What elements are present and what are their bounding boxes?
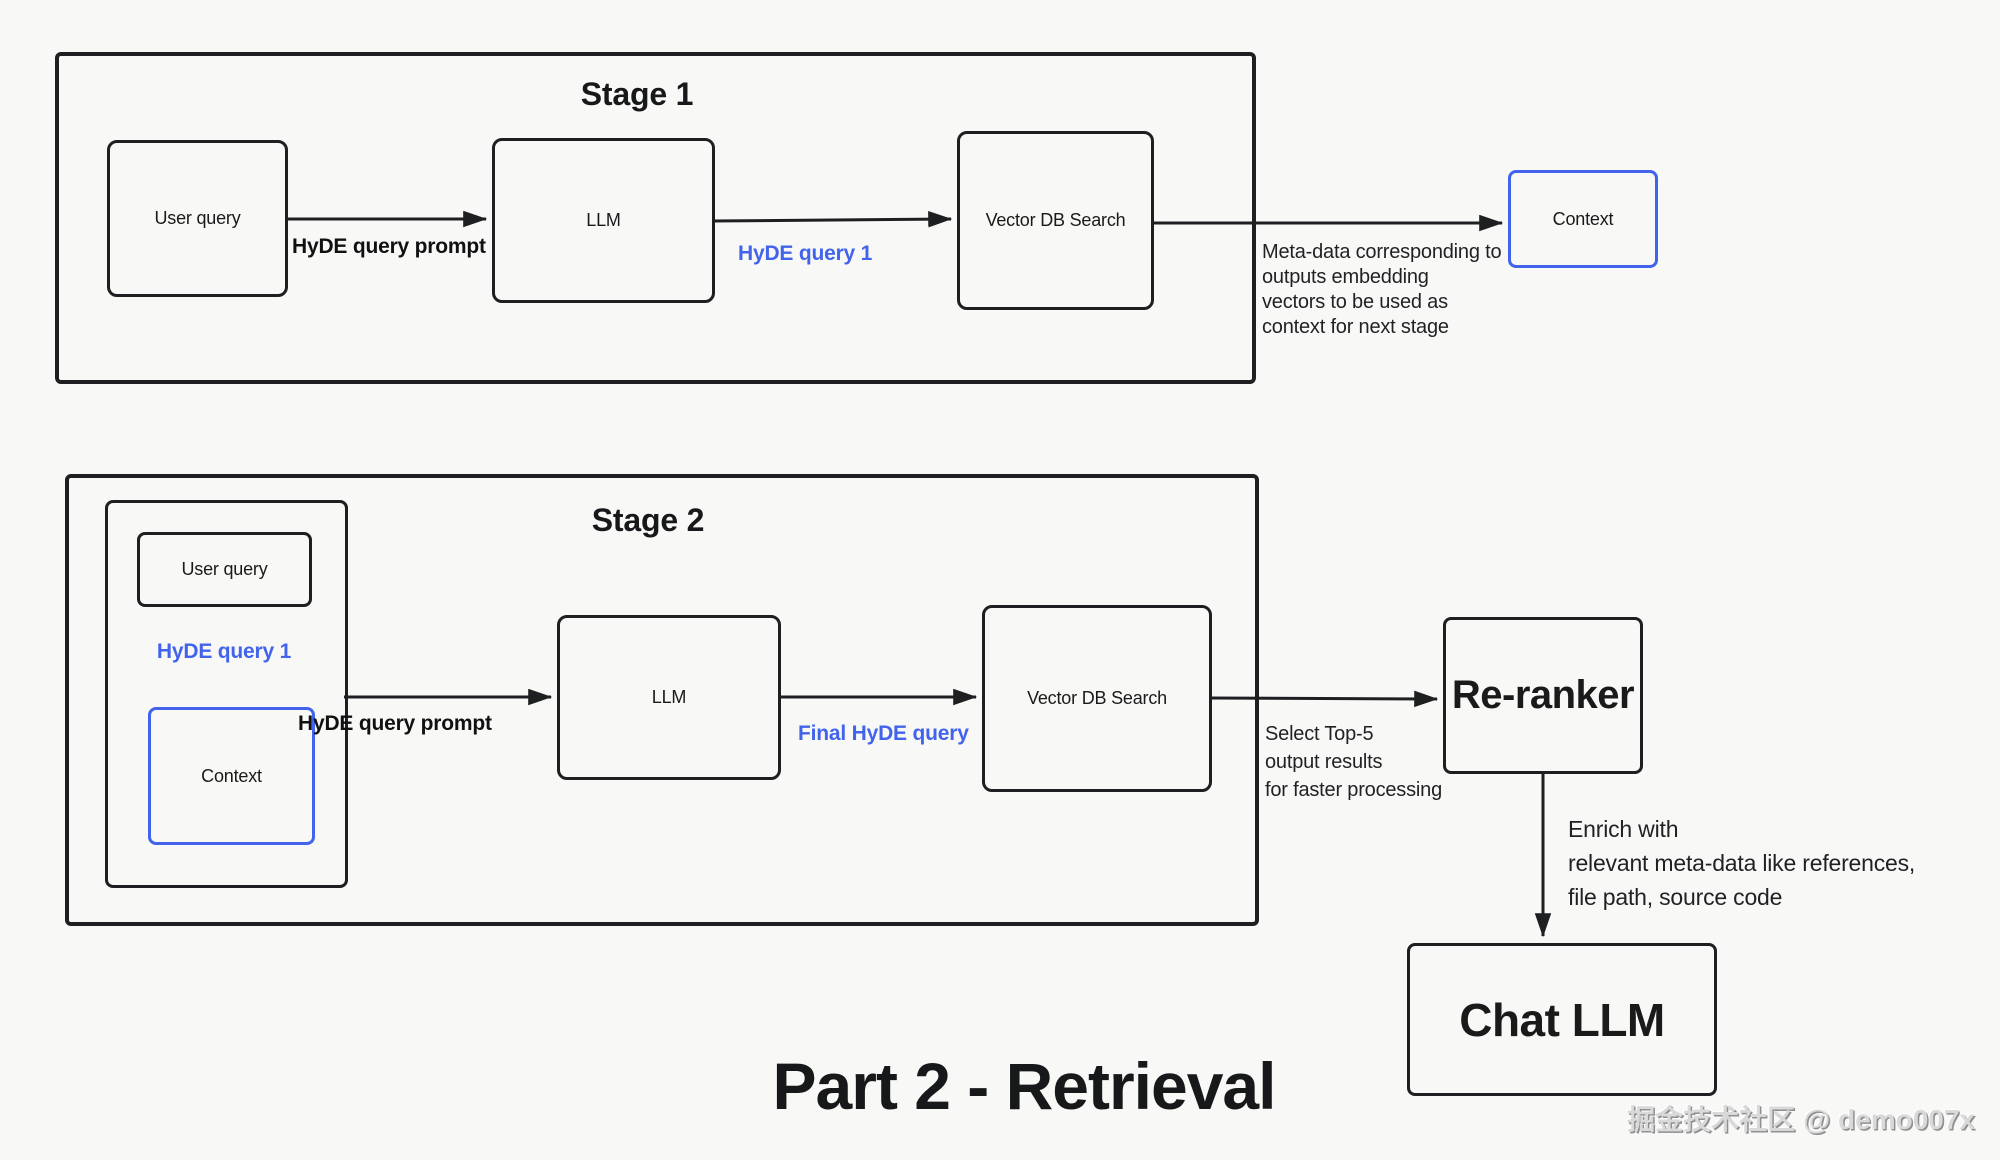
- stage2-context-label: Context: [201, 765, 262, 786]
- chat-llm-label: Chat LLM: [1459, 993, 1665, 1046]
- stage1-context-box: Context: [1508, 170, 1658, 268]
- stage2-input-group-box: [105, 500, 348, 888]
- stage1-hyde-query1-label: HyDE query 1: [738, 242, 873, 265]
- chat-llm-box: Chat LLM: [1407, 943, 1717, 1096]
- select-top5-note: Select Top-5 output results for faster p…: [1265, 723, 1442, 801]
- stage1-frame: [55, 52, 1256, 384]
- enrich-note: Enrich with relevant meta-data like refe…: [1568, 816, 1916, 910]
- stage2-user-query-box: User query: [137, 532, 312, 607]
- stage1-context-label: Context: [1552, 208, 1614, 229]
- stage2-vector-db-label: Vector DB Search: [1027, 688, 1167, 708]
- stage1-user-query-label: User query: [154, 208, 241, 228]
- page-title: Part 2 - Retrieval: [772, 1049, 1277, 1123]
- stage1-user-query-box: User query: [107, 140, 288, 297]
- stage2-hyde-query1-label: HyDE query 1: [156, 640, 292, 663]
- reranker-label: Re-ranker: [1451, 673, 1635, 717]
- stage2-final-hyde-query-label: Final HyDE query: [798, 722, 969, 745]
- stage2-vector-db-box: Vector DB Search: [982, 605, 1212, 792]
- stage2-llm-label: LLM: [651, 687, 687, 707]
- stage1-meta-note: Meta-data corresponding to outputs embed…: [1262, 241, 1502, 338]
- stage2-title: Stage 2: [591, 502, 705, 538]
- stage2-context-box: Context: [148, 707, 315, 845]
- stage1-llm-box: LLM: [492, 138, 715, 303]
- stage1-hyde-prompt-label: HyDE query prompt: [292, 235, 486, 258]
- stage1-vector-db-box: Vector DB Search: [957, 131, 1154, 310]
- stage1-vector-db-label: Vector DB Search: [985, 210, 1126, 230]
- stage2-llm-box: LLM: [557, 615, 781, 780]
- stage2-user-query-label: User query: [181, 559, 268, 579]
- stage2-hyde-prompt-label: HyDE query prompt: [298, 712, 492, 735]
- stage1-title: Stage 1: [580, 76, 694, 112]
- watermark-text: 掘金技术社区 @ demo007x: [1627, 1104, 1975, 1135]
- reranker-box: Re-ranker: [1443, 617, 1643, 774]
- stage1-llm-label: LLM: [586, 210, 621, 230]
